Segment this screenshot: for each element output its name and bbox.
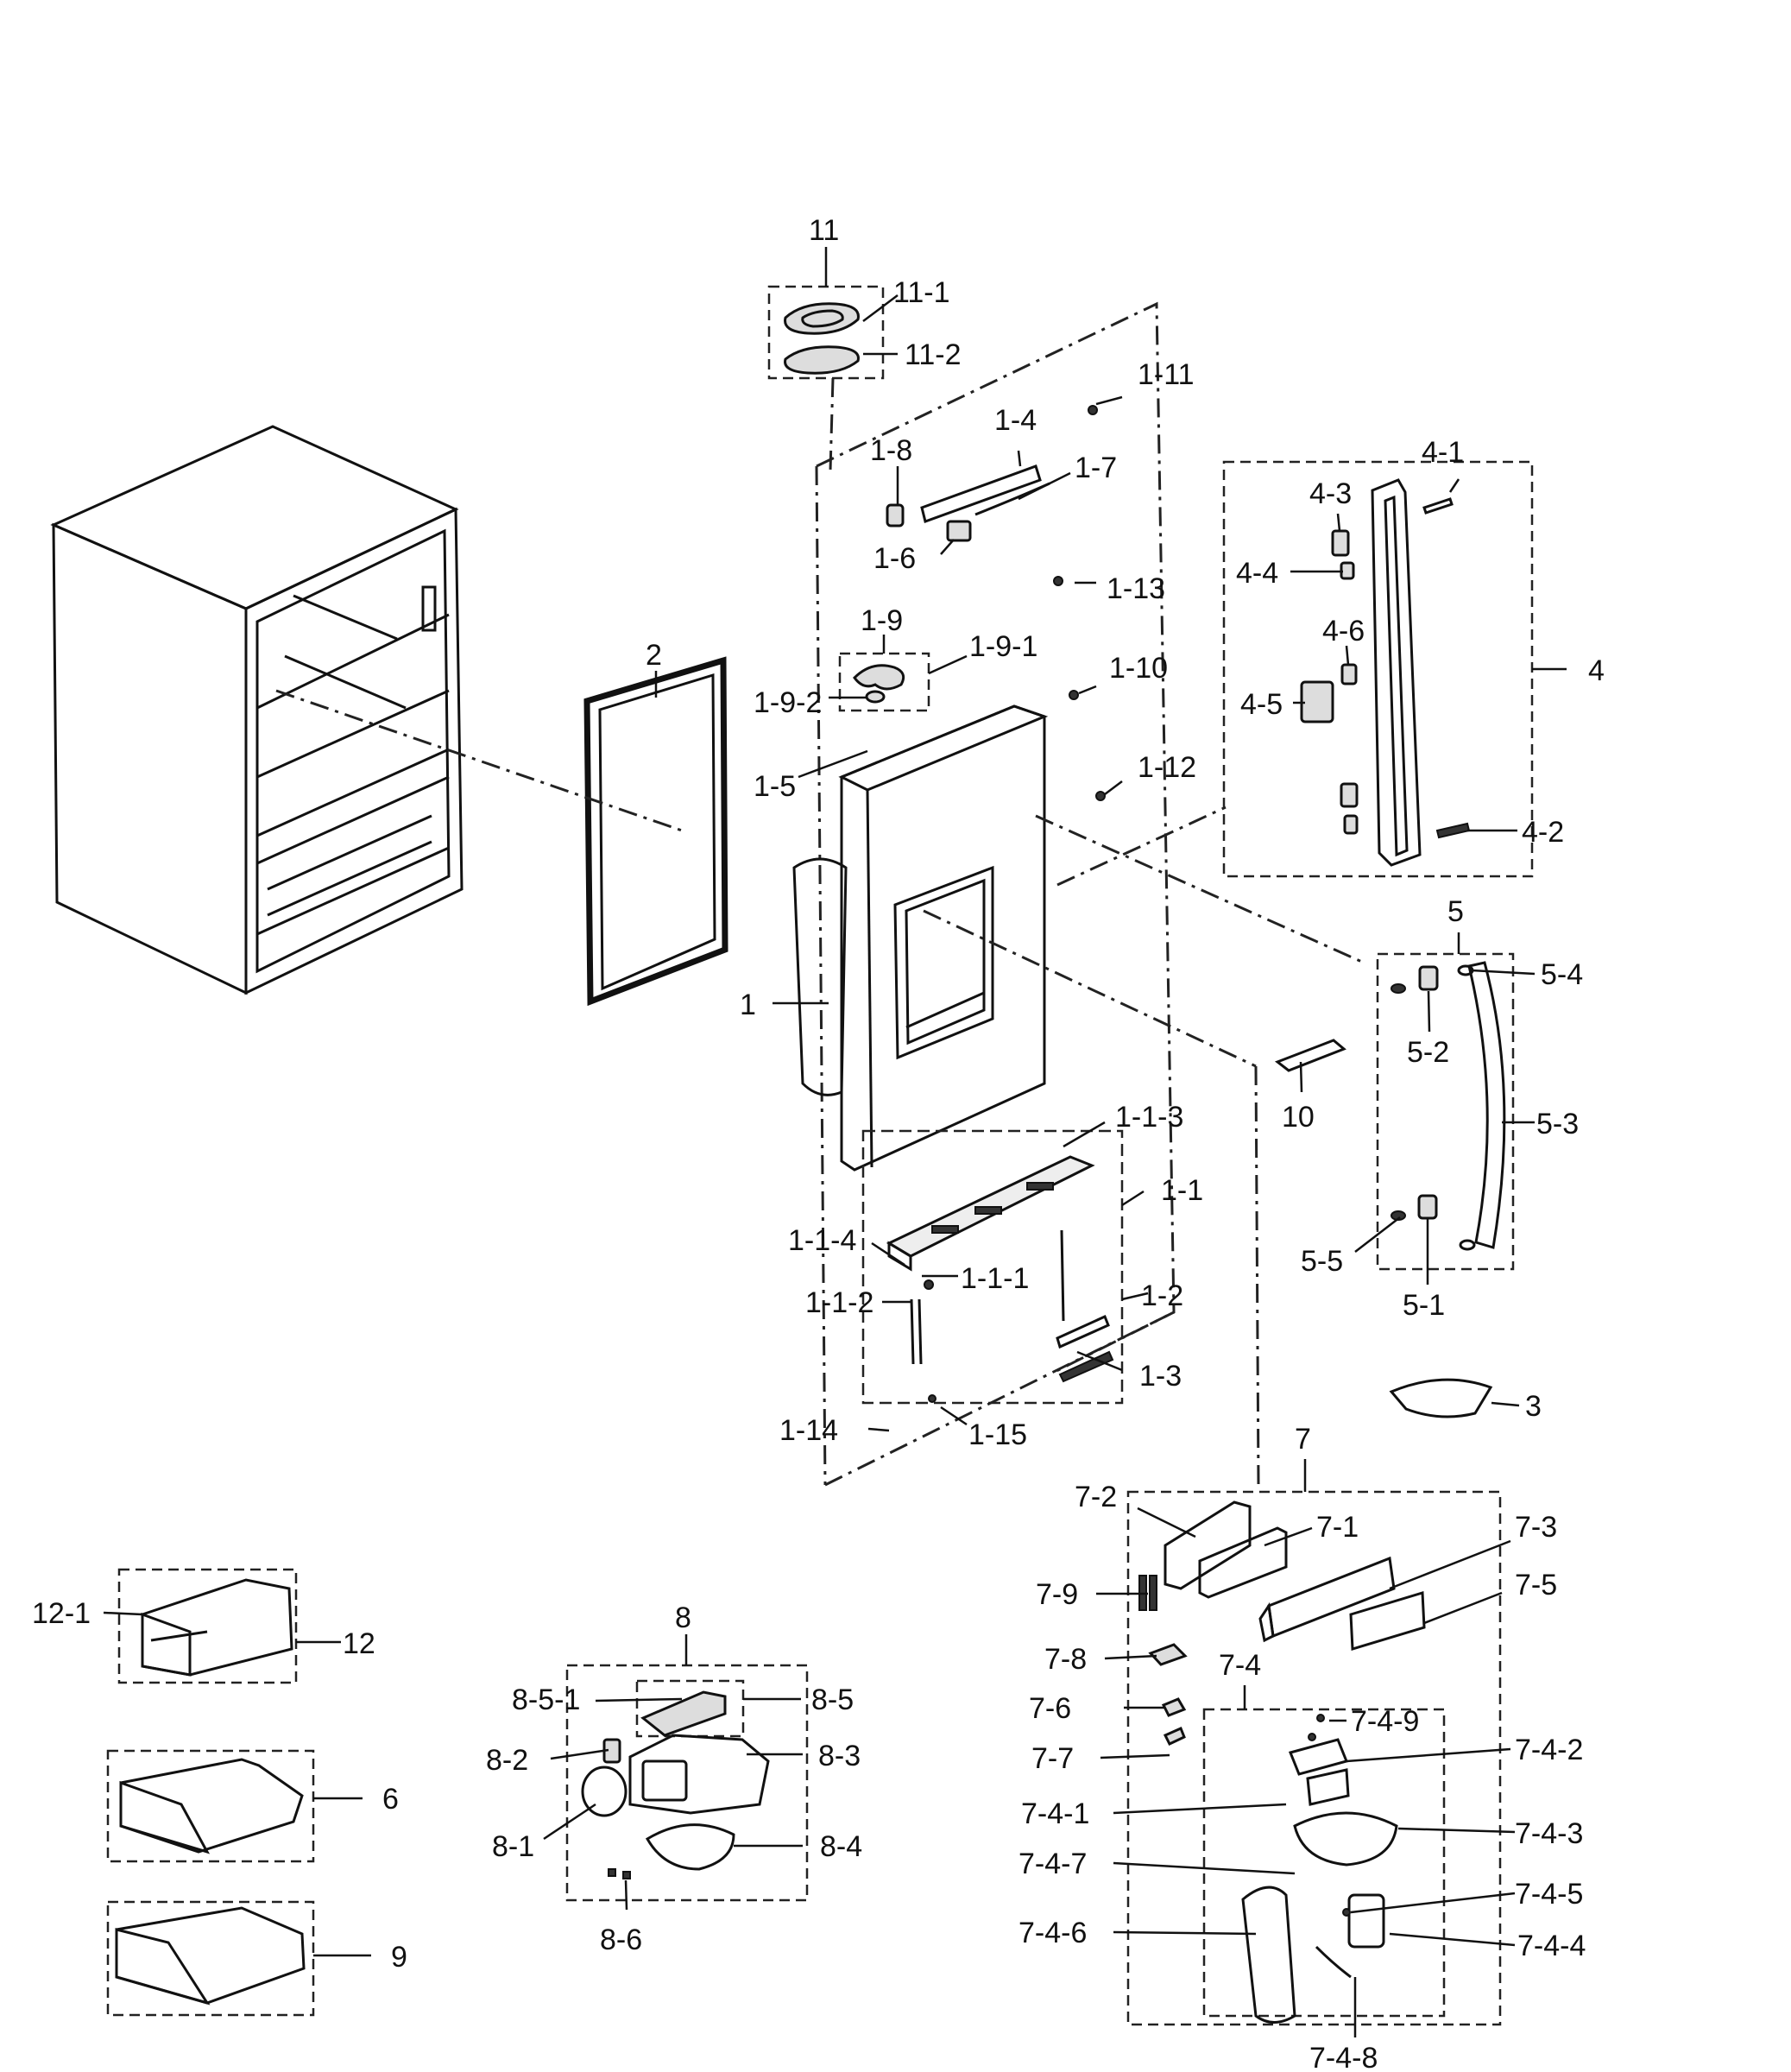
label-8-2: 8-2 — [486, 1744, 528, 1777]
label-3: 3 — [1525, 1390, 1542, 1423]
label-7-4-7: 7-4-7 — [1018, 1848, 1087, 1880]
label-7-4-9: 7-4-9 — [1351, 1705, 1419, 1738]
label-1-1-2: 1-1-2 — [805, 1286, 873, 1319]
label-8-6: 8-6 — [600, 1924, 642, 1956]
leader-lines — [103, 247, 1567, 2037]
label-8-1: 8-1 — [492, 1830, 534, 1863]
callout-labels: 11 11-1 11-2 1-11 1-4 1-8 1-7 1-6 1-13 1… — [32, 214, 1605, 2072]
label-4-5: 4-5 — [1240, 688, 1283, 721]
label-8-5-1: 8-5-1 — [512, 1684, 580, 1716]
label-1-1-1: 1-1-1 — [961, 1262, 1029, 1295]
label-1-15: 1-15 — [968, 1418, 1027, 1451]
label-1-7: 1-7 — [1075, 452, 1117, 484]
label-8-5: 8-5 — [811, 1684, 854, 1716]
label-7-8: 7-8 — [1044, 1643, 1087, 1676]
label-7-9: 7-9 — [1036, 1578, 1078, 1611]
refrigerator-cabinet — [50, 425, 464, 995]
label-7-4-3: 7-4-3 — [1515, 1817, 1583, 1850]
label-11: 11 — [809, 214, 839, 247]
label-1-8: 1-8 — [870, 434, 912, 467]
label-4-6: 4-6 — [1322, 615, 1365, 648]
label-8-3: 8-3 — [818, 1740, 861, 1772]
label-5: 5 — [1447, 895, 1464, 928]
label-1-4: 1-4 — [994, 404, 1037, 437]
label-1: 1 — [740, 989, 756, 1021]
label-7-4-1: 7-4-1 — [1021, 1797, 1089, 1830]
label-1-13: 1-13 — [1107, 572, 1165, 605]
label-6: 6 — [382, 1783, 399, 1816]
label-7-4-8: 7-4-8 — [1309, 2042, 1378, 2072]
label-1-2: 1-2 — [1141, 1279, 1183, 1312]
label-10: 10 — [1282, 1101, 1315, 1134]
label-7-3: 7-3 — [1515, 1511, 1557, 1544]
label-1-14: 1-14 — [779, 1414, 838, 1447]
label-12: 12 — [343, 1627, 375, 1660]
label-1-3: 1-3 — [1139, 1360, 1182, 1393]
label-5-5: 5-5 — [1301, 1245, 1343, 1278]
label-1-9-2: 1-9-2 — [754, 686, 822, 719]
label-9: 9 — [391, 1941, 407, 1974]
label-1-9: 1-9 — [861, 604, 903, 637]
label-7-6: 7-6 — [1029, 1692, 1071, 1725]
label-11-2: 11-2 — [905, 338, 962, 371]
label-7-4: 7-4 — [1219, 1649, 1261, 1682]
label-4-3: 4-3 — [1309, 477, 1352, 510]
label-4-1: 4-1 — [1422, 436, 1464, 469]
label-7: 7 — [1295, 1423, 1311, 1456]
label-7-2: 7-2 — [1075, 1481, 1117, 1513]
door-gasket — [583, 656, 728, 1007]
label-5-3: 5-3 — [1536, 1108, 1579, 1140]
label-1-10: 1-10 — [1109, 652, 1168, 685]
label-1-1-4: 1-1-4 — [788, 1224, 856, 1257]
label-5-2: 5-2 — [1407, 1036, 1449, 1069]
label-7-7: 7-7 — [1031, 1742, 1074, 1775]
label-1-5: 1-5 — [754, 770, 796, 803]
label-8: 8 — [675, 1601, 691, 1634]
label-8-4: 8-4 — [820, 1830, 862, 1863]
label-12-1: 12-1 — [32, 1597, 91, 1630]
label-7-4-5: 7-4-5 — [1515, 1878, 1583, 1911]
label-1-11: 1-11 — [1138, 358, 1195, 391]
label-5-4: 5-4 — [1541, 958, 1583, 991]
label-5-1: 5-1 — [1403, 1289, 1445, 1322]
label-1-1-3: 1-1-3 — [1115, 1101, 1183, 1134]
label-4-2: 4-2 — [1522, 816, 1564, 849]
label-7-4-6: 7-4-6 — [1018, 1917, 1087, 1949]
label-4: 4 — [1588, 654, 1605, 687]
label-1-1: 1-1 — [1161, 1174, 1203, 1207]
label-7-5: 7-5 — [1515, 1569, 1557, 1601]
label-7-1: 7-1 — [1316, 1511, 1359, 1544]
label-7-4-2: 7-4-2 — [1515, 1734, 1583, 1766]
label-1-6: 1-6 — [873, 542, 916, 575]
label-1-12: 1-12 — [1138, 751, 1196, 784]
label-2: 2 — [646, 639, 662, 672]
fridge-door — [792, 704, 1049, 1172]
label-11-1: 11-1 — [893, 276, 950, 309]
label-1-9-1: 1-9-1 — [969, 630, 1037, 663]
label-4-4: 4-4 — [1236, 557, 1278, 590]
label-7-4-4: 7-4-4 — [1517, 1930, 1586, 1962]
